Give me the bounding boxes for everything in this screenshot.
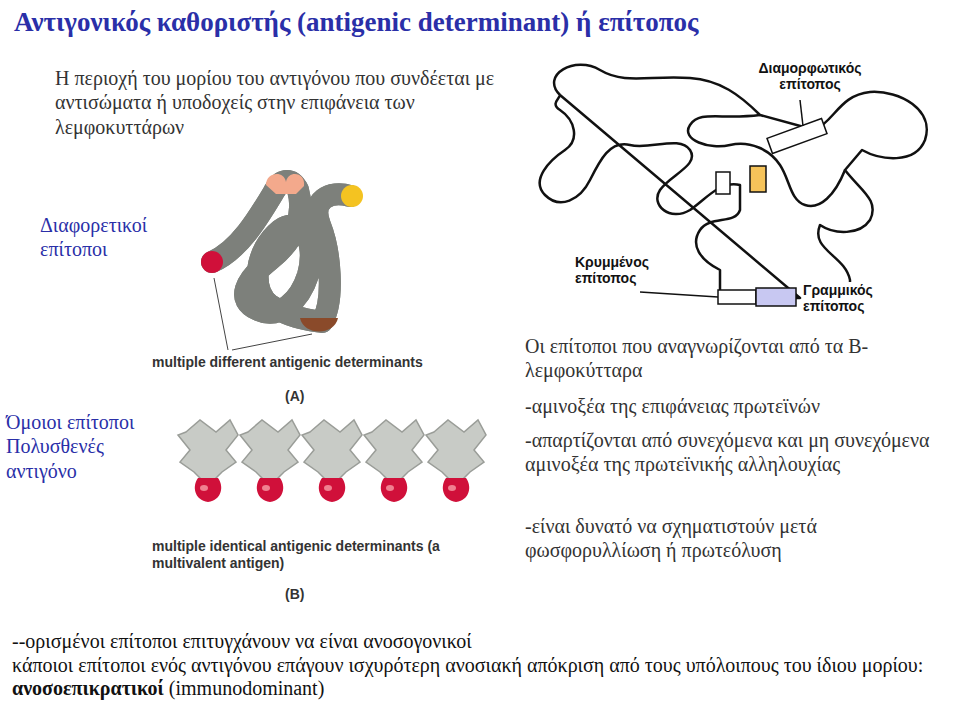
figure-caption: multiple different antigenic determinant… [152,354,423,371]
bullet-text: -αμινοξέα της επιφάνειας πρωτεϊνών [525,394,945,418]
conformational-epitope [767,119,827,154]
epitope-label: Διαμορφωτικός επίτοπος [745,60,875,92]
epitope-part [718,290,756,304]
protein-outline [540,65,927,298]
epitope-label: Κρυμμένος επίτοπος [575,254,665,286]
figure-letter: (A) [285,388,304,405]
bullet-text: -απαρτίζονται από συνεχόμενα και μη συνε… [525,428,945,477]
hidden-epitope [750,166,766,192]
epitope [266,174,304,194]
leader-line [800,100,803,126]
epitope [201,251,223,273]
note-text: (immunodominant) [169,677,325,699]
figure-letter: (B) [285,586,304,603]
figure-caption: multiple identical antigenic determinant… [152,538,452,572]
body-text: Οι επίτοποι που αναγνωρίζονται από τα Β-… [525,334,945,383]
epitope [341,185,363,207]
bullet-text: -είναι δυνατό να σχηματιστούν μετά φωσφο… [525,514,945,563]
protein-chain [212,181,350,322]
slide-title: Αντιγονικός καθοριστής (antigenic determ… [14,6,698,39]
multivalent-antigen [178,420,486,502]
linear-epitope [756,288,796,306]
key-term: ανοσοεπικρατικοί [12,677,164,699]
note-line: --ορισμένοι επίτοποι επιτυγχάνουν να είν… [12,630,952,654]
note-paragraph: κάποιοι επίτοποι ενός αντιγόνου επάγουν … [12,654,952,701]
epitope [300,318,338,332]
epitope-part [716,172,730,194]
leader-line [214,278,228,350]
group-label: Όμοιοι επίτοποι Πολυσθενές αντιγόνο [6,410,171,483]
bottom-note: --ορισμένοι επίτοποι επιτυγχάνουν να είν… [12,630,952,701]
leader-line [640,292,718,297]
group-label: Διαφορετικοί επίτοποι [40,213,190,262]
intro-text: Η περιοχή του μορίου του αντιγόνου που σ… [55,66,525,139]
leader-line [796,296,800,298]
leader-line [232,334,312,350]
epitope-label: Γραμμικός επίτοπος [803,282,893,314]
protein-outline [688,115,845,206]
note-text: κάποιοι επίτοποι ενός αντιγόνου επάγουν … [12,654,923,676]
